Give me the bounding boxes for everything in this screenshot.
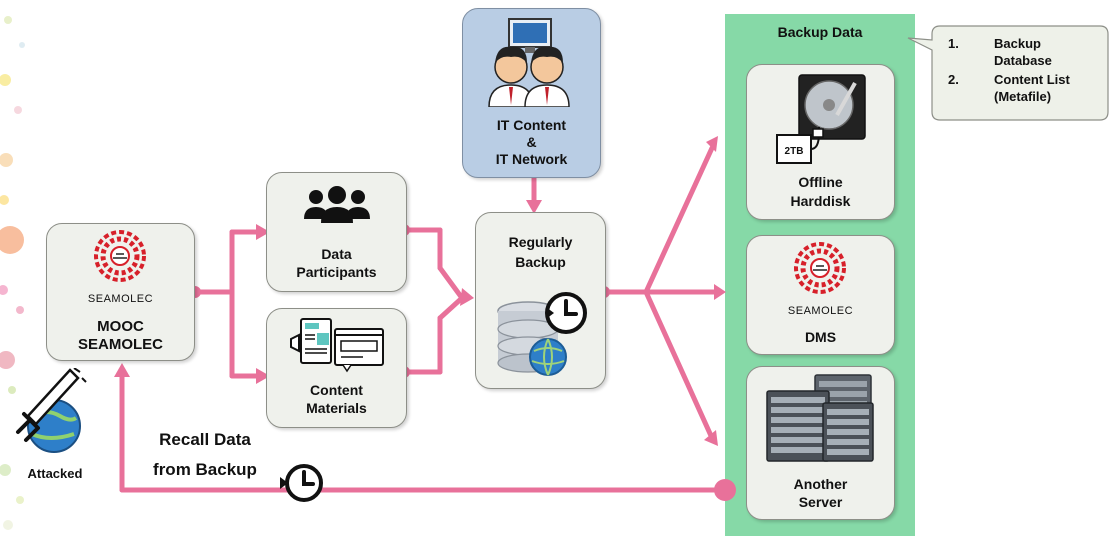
disk-capacity-label: 2TB <box>785 146 804 157</box>
offline-harddisk-node: 2TB Offline Harddisk <box>746 64 895 220</box>
mooc-label-line1: MOOC <box>97 318 144 335</box>
server-label-line2: Server <box>798 494 843 510</box>
recall-label-line2: from Backup <box>153 460 257 479</box>
attacked-label: Attacked <box>27 466 83 481</box>
it-label-line1: IT Content <box>496 117 567 133</box>
mooc-seamolec-node: SEAMOLEC MOOC SEAMOLEC <box>46 223 195 361</box>
dms-label: DMS <box>804 329 837 345</box>
offline-label-line2: Harddisk <box>790 193 851 209</box>
backup-data-title: Backup Data <box>777 24 863 40</box>
data-participants-node: Data Participants <box>266 172 407 292</box>
recall-label-line1: Recall Data <box>159 430 251 449</box>
server-rack-icon <box>765 373 877 463</box>
dms-node: SEAMOLEC DMS <box>746 235 895 355</box>
another-server-node: Another Server <box>746 366 895 520</box>
mooc-label-line2: SEAMOLEC <box>77 336 163 353</box>
seamolec-logo-text: SEAMOLEC <box>87 293 154 305</box>
dms-logo-text: SEAMOLEC <box>787 305 854 317</box>
seamolec-logo <box>94 230 146 282</box>
backup-label-line2: Backup <box>515 254 566 270</box>
it-label-line3: IT Network <box>495 151 568 167</box>
it-label-line2: & <box>526 134 537 150</box>
clock-icon <box>276 461 326 505</box>
hard-disk-icon: 2TB <box>775 71 869 169</box>
callout-item-1-line1: Backup <box>994 36 1041 51</box>
offline-label-line1: Offline <box>798 174 843 190</box>
content-materials-icon <box>287 315 387 375</box>
content-label-line1: Content <box>310 382 363 398</box>
callout-item-1-line2: Database <box>994 53 1052 68</box>
sword-globe-icon <box>10 364 90 460</box>
callout-item-2-line1: Content List <box>994 72 1070 87</box>
it-team-node: IT Content & IT Network <box>462 8 601 178</box>
participants-label-line1: Data <box>321 246 352 262</box>
callout-item-2-num: 2. <box>948 72 959 87</box>
callout-item-2-line2: (Metafile) <box>994 89 1052 104</box>
regularly-backup-node: Regularly Backup <box>475 212 606 389</box>
content-materials-node: Content Materials <box>266 308 407 428</box>
decorative-confetti <box>0 0 30 539</box>
database-clock-icon <box>488 289 592 381</box>
it-staff-icon <box>481 15 581 108</box>
participants-label-line2: Participants <box>296 264 377 280</box>
dms-seamolec-logo <box>794 242 846 294</box>
backup-contents-callout: 1. Backup Database 2. Content List (Meta… <box>904 24 1110 124</box>
content-label-line2: Materials <box>306 400 367 416</box>
server-label-line1: Another <box>793 476 848 492</box>
people-icon <box>301 185 373 227</box>
backup-label-line1: Regularly <box>508 234 573 250</box>
callout-item-1-num: 1. <box>948 36 959 51</box>
